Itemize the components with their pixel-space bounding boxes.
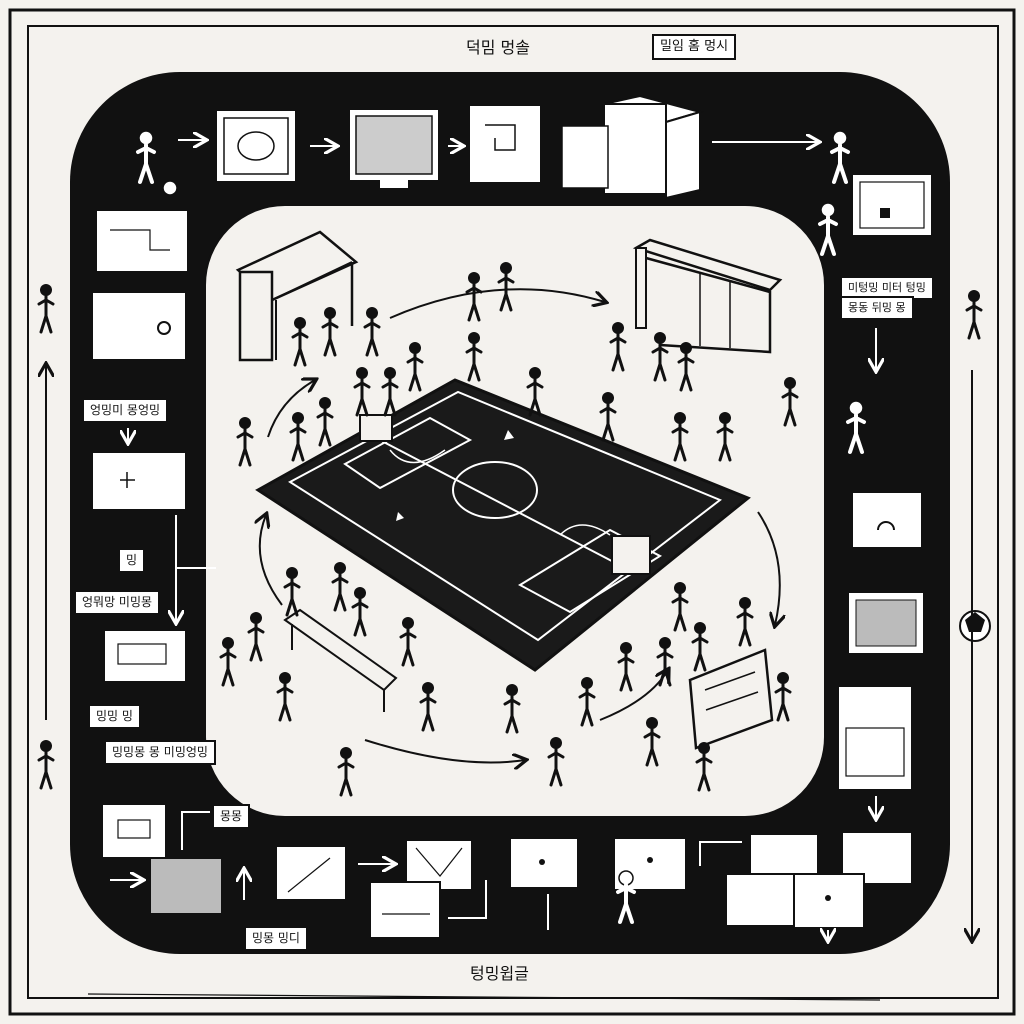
tactics-board (688, 648, 774, 750)
screen-left-4 (103, 629, 187, 683)
bottom-label-1: 몽몽 (212, 804, 251, 830)
ball-pattern-icon (965, 612, 985, 632)
top-right-label: 밀임 홈 멍시 (652, 34, 737, 61)
screen-left-3 (91, 451, 187, 511)
track-arrows (110, 140, 876, 940)
screen-right-3 (847, 591, 925, 655)
screen-left-2 (91, 291, 187, 361)
bottom-title: 텅밍윕글 (470, 964, 529, 983)
screen-left-1 (95, 209, 189, 273)
screen-right-top (851, 173, 933, 237)
arena-arrows (260, 288, 780, 762)
screen-top-2 (350, 110, 438, 188)
margin-arrows (46, 365, 972, 1001)
left-label-1: 엉밍미 몽엉밍 (82, 398, 169, 424)
screen-bottom-2 (149, 857, 223, 915)
football-field (255, 378, 751, 672)
screen-bottom-1 (101, 803, 167, 859)
shed-left (235, 230, 359, 362)
left-label-2: 밍 (118, 548, 146, 574)
goal-left (359, 414, 393, 442)
screen-bottom-8 (749, 833, 819, 881)
screen-top-3 (470, 106, 540, 182)
left-label-4: 밍밍 밍 (88, 704, 141, 730)
right-label-lower: 몽동 뒤밍 몽 (840, 296, 914, 321)
screen-bottom-5 (369, 881, 441, 939)
screen-bottom-3 (275, 845, 347, 901)
screen-bottom-10 (793, 873, 865, 929)
kiosk-top (561, 94, 704, 200)
ball-icon-top (162, 180, 178, 196)
screen-bottom-9 (725, 873, 797, 927)
bottom-label-2: 밍몽 밍디 (244, 926, 308, 952)
screen-right-2 (851, 491, 923, 549)
left-label-5: 밍밍몽 몽 미밍엉밍 (104, 740, 216, 766)
screen-top-1 (217, 111, 295, 181)
inner-frame (27, 25, 999, 999)
goal-right (611, 535, 651, 575)
shed-right (632, 238, 783, 354)
screen-right-4 (837, 685, 913, 791)
screen-bottom-6 (509, 837, 579, 889)
top-title: 덕밈 멍솔 (466, 38, 530, 57)
left-label-3: 엉뭐망 미밍몽 (74, 590, 161, 616)
